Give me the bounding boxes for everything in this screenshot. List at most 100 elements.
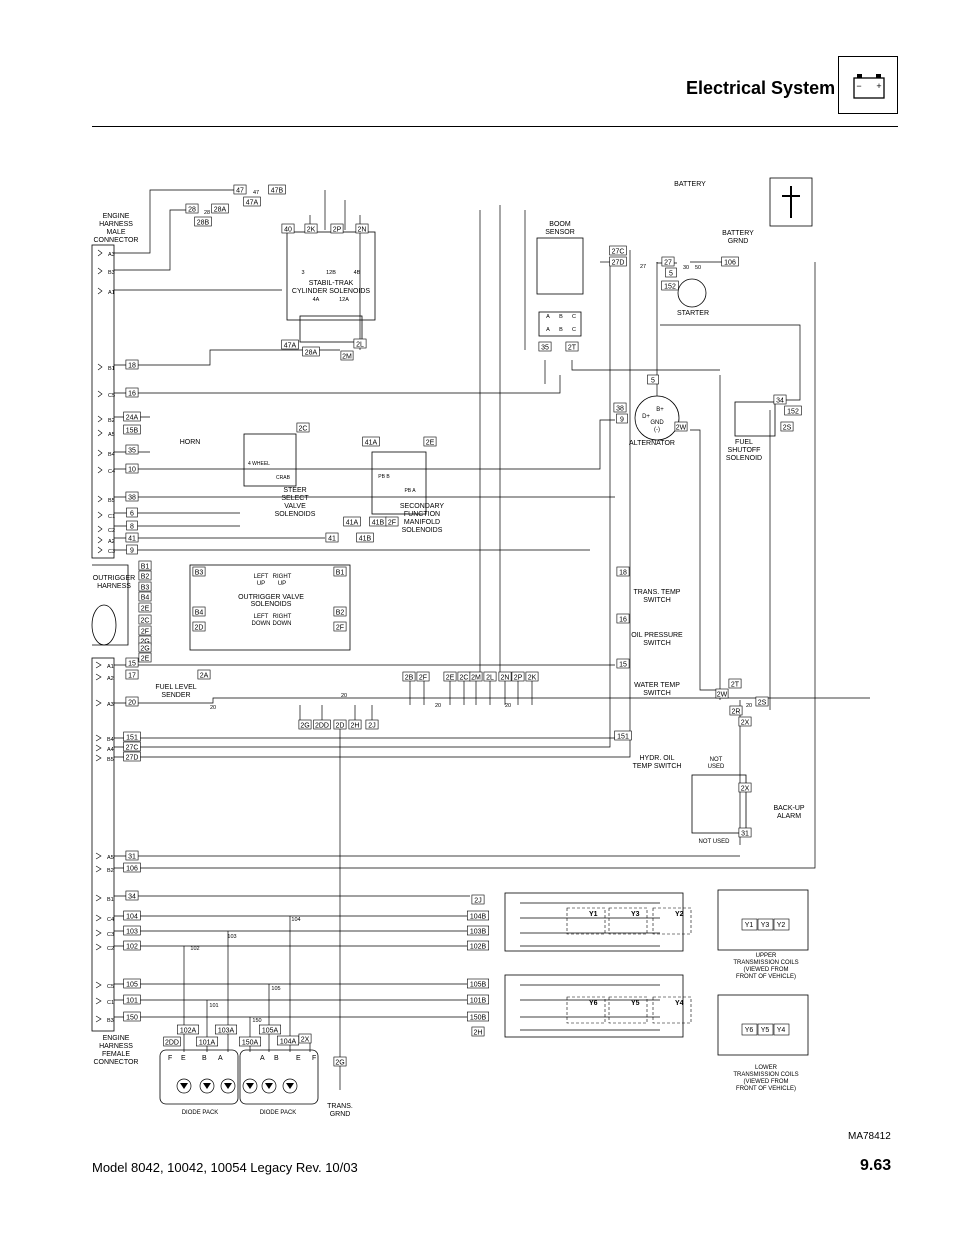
male-pin-arrow — [97, 546, 103, 554]
wire-tag: 47A — [243, 196, 261, 207]
fuel-shutoff-label-3: SOLENOID — [726, 455, 762, 462]
wire-tag: 2DD — [313, 719, 331, 730]
female-pin-label: C2 — [107, 946, 114, 952]
male-pin-label: A3 — [108, 252, 115, 258]
upper-coils-2: TRANSMISSION COILS — [733, 960, 798, 966]
wire-number: 50 — [695, 265, 701, 271]
wire-tag-label: 2K — [307, 227, 316, 234]
battery-grnd-label-1: BATTERY — [722, 230, 754, 237]
male-pin-arrow — [97, 363, 103, 371]
diode-pin-letter: E — [181, 1055, 186, 1062]
engine-male-label-2: HARNESS — [99, 221, 133, 228]
wire-tag: 2X — [738, 716, 752, 727]
wire-tag-label: 103A — [218, 1028, 235, 1035]
trans-temp-2: SWITCH — [643, 597, 671, 604]
footer-page-number: 9.63 — [860, 1157, 892, 1174]
wire-number: 150 — [252, 1018, 261, 1024]
wire-tag: 2K — [525, 671, 539, 682]
diode-pin-letter: F — [168, 1055, 172, 1062]
coil-view-label: Y3 — [761, 922, 770, 929]
wire-tag-label: 150B — [470, 1015, 487, 1022]
male-pin-label: C4 — [108, 469, 115, 475]
wire-tag-label: 15B — [126, 428, 139, 435]
wire-tag-label: 2E — [426, 440, 435, 447]
upper-coils-4: FRONT OF VEHICLE) — [736, 974, 796, 980]
wire-tag-label: 27D — [612, 260, 625, 267]
outrigger-harness-body — [92, 564, 129, 646]
male-pin-arrow — [97, 466, 103, 474]
diode-pack-2 — [239, 1049, 319, 1105]
wire-tag: 47 — [233, 184, 247, 195]
coil-label: Y4 — [675, 1000, 684, 1007]
male-pin-label: C1 — [108, 514, 115, 520]
wire-tag: 2N — [498, 671, 512, 682]
fuel-level-2: SENDER — [161, 692, 190, 699]
female-pin-label: B4 — [107, 737, 114, 743]
backup-switch-block — [691, 774, 747, 834]
male-pin-label: A2 — [108, 539, 115, 545]
female-pin-arrow — [95, 981, 102, 989]
lower-coils-1: LOWER — [755, 1065, 778, 1071]
wire-tag-label: 28B — [197, 220, 210, 227]
wire-tag-label: 2F — [336, 625, 344, 632]
steer-select-block — [243, 433, 297, 487]
wire-tag: 151 — [614, 730, 632, 741]
female-pin-label: B3 — [107, 1018, 114, 1024]
steer-label-3: VALVE — [284, 503, 306, 510]
female-pin-arrow — [95, 914, 102, 922]
wire-tag: 2N — [355, 223, 369, 234]
male-pin-label: B2 — [108, 418, 115, 424]
male-pin-arrow — [97, 267, 103, 275]
wire-tag: 2X — [738, 782, 752, 793]
wire-tag-label: 2M — [342, 354, 352, 361]
wire-tag: 2T — [728, 678, 742, 689]
female-pin-arrow — [95, 734, 102, 742]
wire-tag-label: 41A — [365, 440, 378, 447]
male-pin-arrow — [97, 249, 103, 257]
starter-body — [677, 278, 707, 308]
wire-number: 28 — [204, 210, 210, 216]
wire-tag: 35 — [538, 341, 552, 352]
wire-tag: 41B — [356, 532, 374, 543]
wire-tag-label: 15 — [619, 662, 627, 669]
wire-tag-label: 47A — [284, 343, 297, 350]
coil-view-box — [741, 918, 758, 931]
wire-tag-label: 2E — [446, 675, 455, 682]
wire-tag: 38 — [613, 402, 627, 413]
wire-tag-label: 2T — [731, 682, 740, 689]
female-pin-label: C3 — [107, 932, 114, 938]
secondary-function-block — [371, 451, 427, 515]
diode-pin-letter: F — [312, 1055, 316, 1062]
wire-tag-label: 101 — [126, 998, 138, 1005]
wire-tag: 31 — [125, 850, 139, 861]
wire-tag-label: 47A — [246, 200, 259, 207]
wire-tag: 27 — [661, 256, 675, 267]
wire-tag-label: 9 — [620, 417, 624, 424]
fuel-shutoff-body — [734, 401, 776, 437]
wire-tag: 101 — [123, 994, 141, 1005]
wire-tag: 15B — [123, 424, 141, 435]
wire-tag: 2F — [416, 671, 430, 682]
male-pin-label: B5 — [108, 498, 115, 504]
female-pin-arrow — [95, 754, 102, 762]
wire-tag-label: 2K — [528, 675, 537, 682]
secondary-label-4: SOLENOIDS — [402, 527, 443, 534]
wire-tag: 2T — [565, 341, 579, 352]
wire-number: 105 — [271, 986, 280, 992]
secondary-label-1: SECONDARY — [400, 503, 445, 510]
wire-number: 101 — [209, 1003, 218, 1009]
coil-view-box — [773, 918, 790, 931]
upper-coils-3: (VIEWED FROM — [744, 967, 789, 973]
wire-tag: 2X — [298, 1033, 312, 1044]
wire-tag-label: 31 — [741, 831, 749, 838]
wire-tag: 35 — [125, 444, 139, 455]
wire-tag: 16 — [616, 613, 630, 624]
wire-tag: 106 — [721, 256, 739, 267]
wire-tag: 2H — [471, 1026, 485, 1037]
male-pin-arrow — [97, 525, 103, 533]
wire-tag-label: B4 — [195, 610, 204, 617]
diode-pin-letter: E — [296, 1055, 301, 1062]
male-pin-arrow — [97, 495, 103, 503]
wire-tag-label: 105A — [262, 1028, 279, 1035]
battery-grnd-label-2: GRND — [728, 238, 749, 245]
